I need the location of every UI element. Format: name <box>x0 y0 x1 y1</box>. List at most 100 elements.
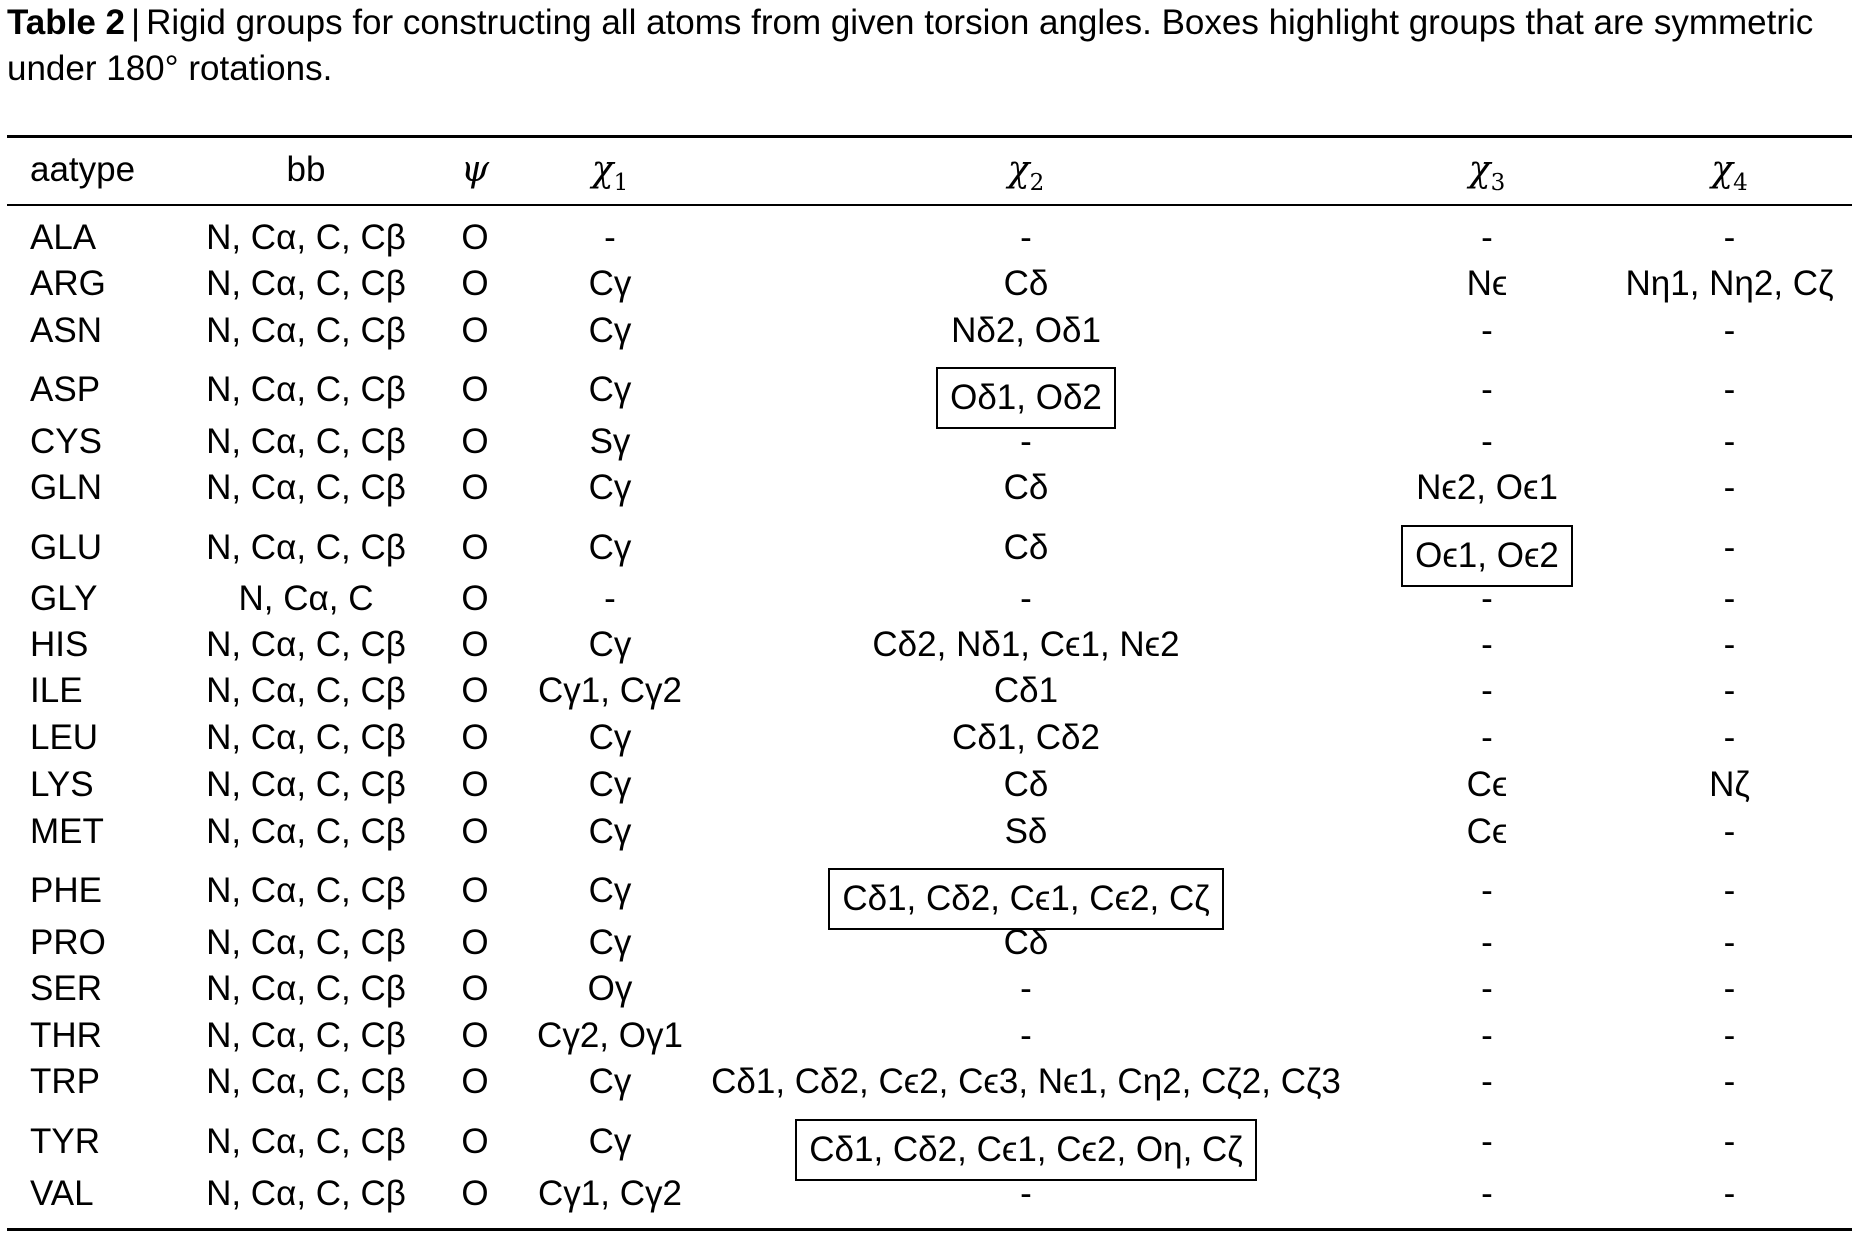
table-row: ILE N, Cα, C, Cβ O Cγ1, Cγ2 Cδ1 - - <box>7 668 1852 714</box>
table-row: ALA N, Cα, C, Cβ O - - - - <box>7 215 1852 261</box>
cell-aatype: SER <box>30 969 102 1008</box>
cell-chi3: - <box>1481 422 1493 461</box>
cell-chi3: - <box>1481 671 1493 710</box>
cell-chi2: - <box>1020 218 1032 257</box>
cell-chi3: - <box>1481 625 1493 664</box>
cell-bb: N, Cα, C, Cβ <box>206 1174 406 1213</box>
symmetric-group-box: Oδ1, Oδ2 <box>936 367 1116 429</box>
header-chi3-subscript: 3 <box>1490 170 1506 196</box>
table-row: GLN N, Cα, C, Cβ O Cγ Cδ Nϵ2, Oϵ1 - <box>7 465 1852 511</box>
cell-chi4: - <box>1723 468 1736 507</box>
table-row: LYS N, Cα, C, Cβ O Cγ Cδ Cϵ Nζ <box>7 762 1852 808</box>
table-row: PRO N, Cα, C, Cβ O Cγ Cδ - - <box>7 920 1852 966</box>
header-chi1-subscript: 1 <box>613 170 629 196</box>
cell-chi2: Cδ1 <box>993 671 1059 710</box>
cell-chi1: Cγ <box>588 718 632 757</box>
cell-chi2: Cδ1, Cδ2 <box>952 718 1100 757</box>
cell-chi2: Oδ1, Oδ2 <box>710 367 1342 429</box>
cell-chi1: Cγ <box>588 625 632 664</box>
table-row: TRP N, Cα, C, Cβ O Cγ Cδ1, Cδ2, Cϵ2, Cϵ3… <box>7 1059 1852 1105</box>
cell-aatype: ALA <box>30 218 97 257</box>
cell-bb: N, Cα, C, Cβ <box>206 218 406 257</box>
cell-chi2: Cδ1, Cδ2, Cϵ1, Cϵ2, Cζ <box>710 868 1342 930</box>
cell-chi4: - <box>1723 218 1736 257</box>
cell-chi3: - <box>1481 718 1493 757</box>
cell-chi4: - <box>1723 923 1736 962</box>
cell-chi1: Cγ <box>588 871 632 910</box>
symmetric-group-box: Cδ1, Cδ2, Cϵ1, Cϵ2, Oη, Cζ <box>795 1119 1257 1181</box>
header-chi4-subscript: 4 <box>1733 170 1748 196</box>
cell-aatype: ASN <box>30 311 102 350</box>
cell-bb: N, Cα, C, Cβ <box>206 528 406 567</box>
cell-chi2: Cδ <box>1003 923 1049 962</box>
cell-chi1: Cγ <box>588 264 632 303</box>
cell-chi1: Cγ <box>588 468 632 507</box>
cell-chi1: Cγ <box>588 923 632 962</box>
table-row: ASP N, Cα, C, Cβ O Cγ Oδ1, Oδ2 - - <box>7 367 1852 429</box>
cell-chi2: Cδ <box>1003 264 1049 303</box>
caption-text: Rigid groups for constructing all atoms … <box>7 3 1814 88</box>
cell-chi1: Oγ <box>587 969 633 1008</box>
cell-chi3: - <box>1481 218 1493 257</box>
cell-chi3: - <box>1481 311 1493 350</box>
cell-aatype: ARG <box>30 264 106 303</box>
table-row: TYR N, Cα, C, Cβ O Cγ Cδ1, Cδ2, Cϵ1, Cϵ2… <box>7 1119 1852 1181</box>
cell-psi: O <box>461 625 489 664</box>
cell-chi2: Cδ <box>1003 468 1049 507</box>
cell-chi4: - <box>1723 671 1736 710</box>
header-chi4: χ4 <box>1617 147 1842 196</box>
cell-bb: N, Cα, C, Cβ <box>206 625 406 664</box>
cell-chi2: Nδ2, Oδ1 <box>951 311 1101 350</box>
table-row: ARG N, Cα, C, Cβ O Cγ Cδ Nϵ Nη1, Nη2, Cζ <box>7 261 1852 307</box>
cell-aatype: HIS <box>30 625 89 664</box>
cell-aatype: VAL <box>30 1174 94 1213</box>
cell-chi2: - <box>1020 1016 1032 1055</box>
cell-chi3: Cϵ <box>1466 812 1508 851</box>
cell-bb: N, Cα, C, Cβ <box>206 422 406 461</box>
cell-chi1: Cγ <box>588 812 632 851</box>
cell-chi4: - <box>1723 871 1736 910</box>
header-aatype: aatype <box>30 150 136 189</box>
cell-aatype: ILE <box>30 671 83 710</box>
cell-bb: N, Cα, C, Cβ <box>206 718 406 757</box>
cell-chi4: - <box>1723 1016 1736 1055</box>
table-row: GLY N, Cα, C O - - - - <box>7 576 1852 622</box>
cell-psi: O <box>461 812 489 851</box>
cell-chi2: - <box>1020 1174 1032 1213</box>
header-chi4-symbol: χ <box>1711 149 1734 190</box>
cell-psi: O <box>461 579 489 618</box>
cell-aatype: MET <box>30 812 104 851</box>
cell-chi1: Cγ <box>588 370 632 409</box>
symmetric-group-box: Oϵ1, Oϵ2 <box>1401 525 1573 587</box>
cell-psi: O <box>461 718 489 757</box>
header-chi2-subscript: 2 <box>1029 170 1045 196</box>
cell-psi: O <box>461 969 489 1008</box>
cell-chi1: Cγ <box>588 528 632 567</box>
cell-chi1: Cγ2, Oγ1 <box>537 1016 683 1055</box>
cell-bb: N, Cα, C, Cβ <box>206 311 406 350</box>
cell-chi2: Cδ1, Cδ2, Cϵ1, Cϵ2, Oη, Cζ <box>710 1119 1342 1181</box>
cell-chi3: - <box>1481 923 1493 962</box>
cell-chi1: Cγ <box>588 1062 632 1101</box>
cell-bb: N, Cα, C, Cβ <box>206 812 406 851</box>
header-chi3: χ3 <box>1387 147 1587 196</box>
table-row: SER N, Cα, C, Cβ O Oγ - - - <box>7 966 1852 1012</box>
header-chi1-symbol: χ <box>591 149 614 190</box>
cell-chi4: - <box>1723 422 1736 461</box>
table-caption: Table 2|Rigid groups for constructing al… <box>7 0 1847 92</box>
cell-chi4: - <box>1723 625 1736 664</box>
cell-psi: O <box>461 311 489 350</box>
cell-chi1: - <box>604 579 616 618</box>
table-row: HIS N, Cα, C, Cβ O Cγ Cδ2, Nδ1, Cϵ1, Nϵ2… <box>7 622 1852 668</box>
cell-chi4: - <box>1723 370 1736 409</box>
cell-bb: N, Cα, C, Cβ <box>206 671 406 710</box>
cell-chi1: Cγ <box>588 311 632 350</box>
cell-aatype: THR <box>30 1016 102 1055</box>
cell-chi3: Oϵ1, Oϵ2 <box>1387 525 1587 587</box>
cell-bb: N, Cα, C, Cβ <box>206 370 406 409</box>
cell-chi2: - <box>1020 969 1032 1008</box>
cell-chi1: Cγ1, Cγ2 <box>538 1174 682 1213</box>
cell-chi3: - <box>1481 1016 1493 1055</box>
table-row: VAL N, Cα, C, Cβ O Cγ1, Cγ2 - - - <box>7 1171 1852 1217</box>
cell-bb: N, Cα, C, Cβ <box>206 871 406 910</box>
